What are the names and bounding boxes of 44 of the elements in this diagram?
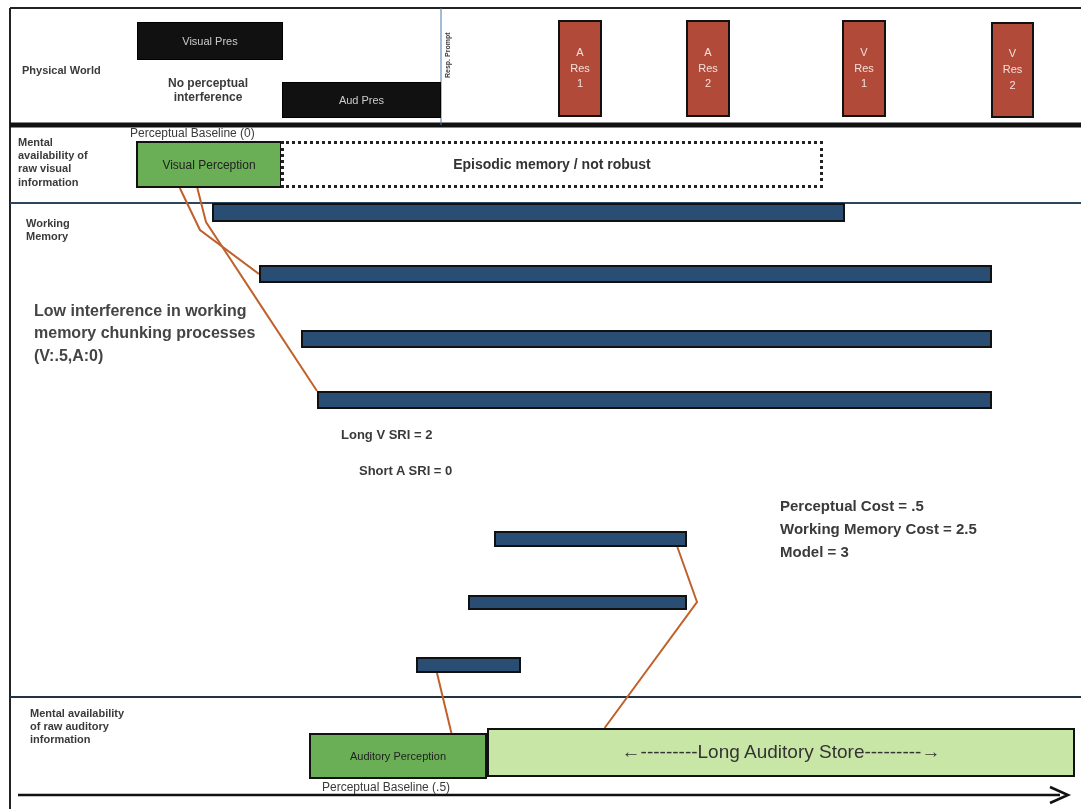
response-block — [842, 20, 886, 117]
response-block — [991, 22, 1034, 118]
annotation: Working Memory Cost = 2.5 — [780, 520, 978, 538]
node-label: Visual Perception — [162, 156, 256, 174]
row-label: Physical World — [22, 64, 102, 78]
auditory-store-box — [487, 728, 1075, 777]
annotation: Long V SRI = 2 — [341, 427, 434, 443]
connector-line — [178, 187, 260, 275]
response-block — [686, 20, 730, 117]
row-label: Mental availability of raw auditory information — [30, 707, 125, 747]
baseline-label: Perceptual Baseline (0) — [130, 126, 256, 141]
memory-bar — [416, 657, 521, 673]
annotation: Short A SRI = 0 — [359, 463, 454, 479]
annotation: Low interference in working memory chunking processes (V:.5,A:0) — [34, 301, 257, 366]
annotation: Model = 3 — [780, 543, 850, 561]
presentation-block — [282, 82, 441, 118]
memory-bar — [259, 265, 992, 283]
presentation-block — [137, 22, 283, 60]
node-label: V Res 1 — [853, 44, 875, 92]
annotation: No perceptual interference — [167, 76, 249, 105]
memory-bar — [468, 595, 687, 610]
node-label: A Res 2 — [697, 44, 719, 92]
node-label: Auditory Perception — [350, 748, 446, 764]
memory-bar — [317, 391, 992, 409]
memory-bar — [301, 330, 992, 348]
memory-bar — [212, 203, 845, 222]
connector-line — [603, 546, 699, 729]
connector-line — [196, 187, 318, 392]
perception-box — [309, 733, 487, 779]
annotation: Perceptual Cost = .5 — [780, 497, 925, 515]
node-label: Aud Pres — [338, 92, 385, 108]
response-block — [558, 20, 602, 117]
memory-bar — [494, 531, 687, 547]
episodic-memory-box — [281, 141, 823, 188]
node-label: Visual Pres — [182, 33, 238, 49]
connector-line — [436, 672, 453, 734]
row-label: Working Memory — [26, 217, 71, 244]
node-label: A Res 1 — [569, 44, 591, 92]
node-label: Episodic memory / not robust — [453, 155, 651, 174]
perception-box — [136, 141, 282, 188]
row-label: Mental availability of raw visual information — [18, 136, 89, 189]
node-label: V Res 2 — [1001, 46, 1024, 93]
baseline-label: Perceptual Baseline (.5) — [322, 780, 452, 795]
node-label: ←---------Long Auditory Store---------→ — [621, 740, 941, 765]
